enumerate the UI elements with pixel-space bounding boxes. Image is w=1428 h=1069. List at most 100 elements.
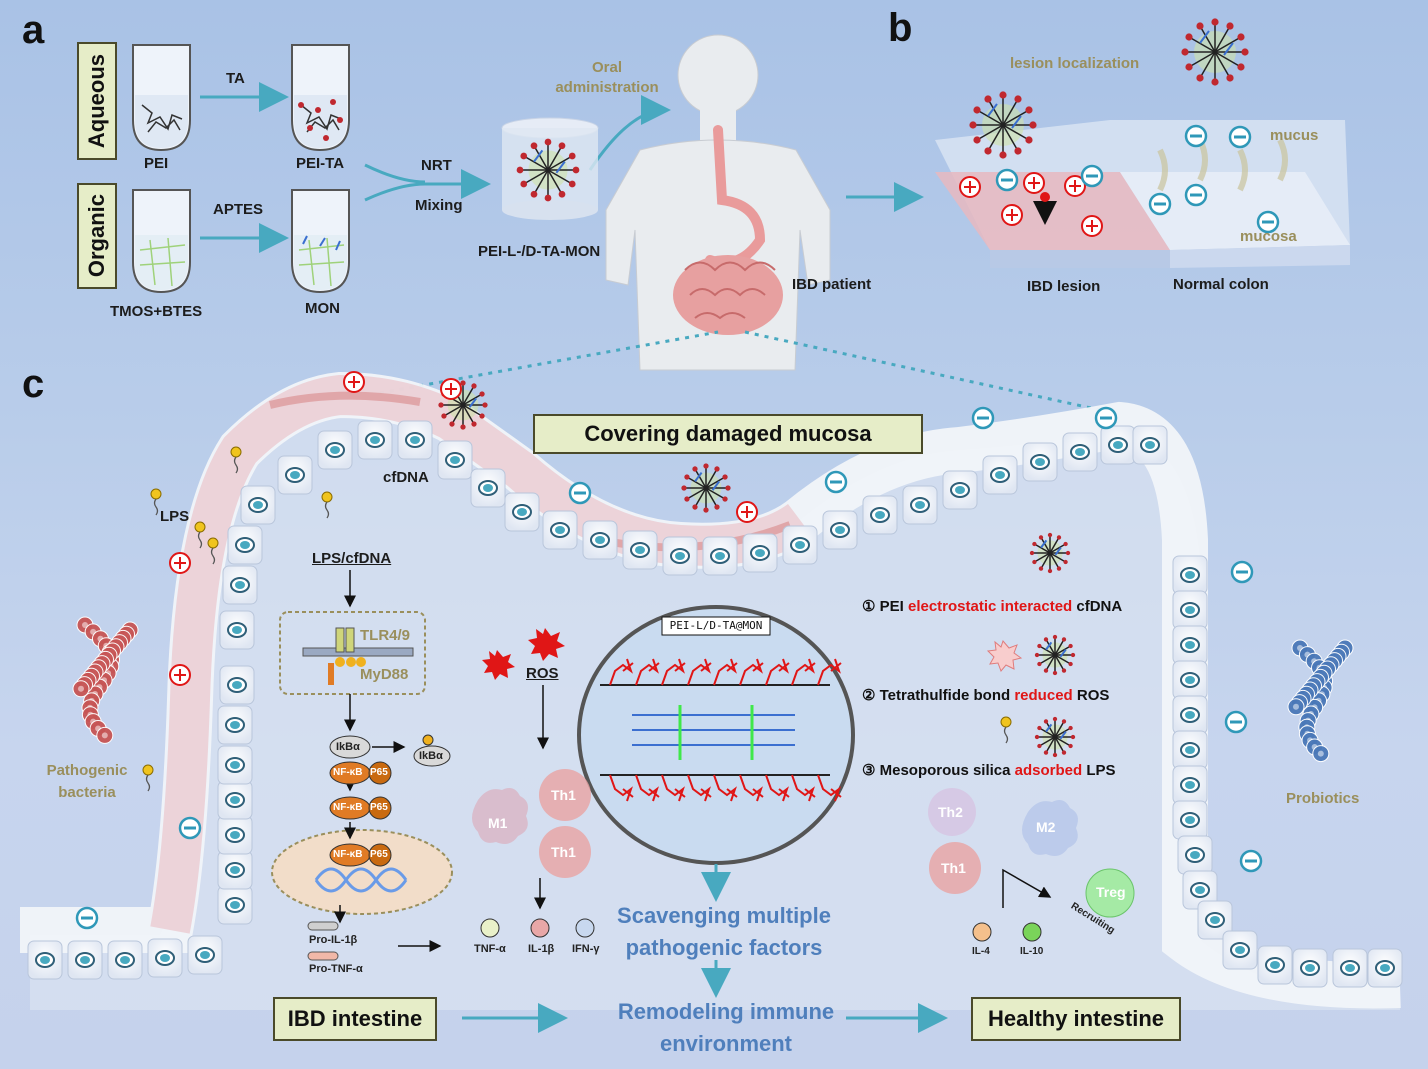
th1-label-3: Th1 (941, 860, 966, 876)
epithelial-cell (217, 885, 253, 925)
covering-box: Covering damaged mucosa (533, 414, 923, 454)
ta-group (687, 774, 712, 802)
nucleus (271, 829, 453, 915)
il10-dot (1022, 922, 1042, 942)
item2-red: reduced (1014, 687, 1073, 704)
ifng-dot (575, 918, 595, 938)
nanoparticle (1181, 18, 1249, 86)
epithelial-cell (227, 525, 263, 565)
positive-charge (959, 176, 981, 198)
item3-red: adsorbed (1014, 762, 1083, 779)
epithelial-cell (1172, 660, 1208, 700)
ta-group (791, 774, 816, 802)
negative-charge (1148, 192, 1172, 216)
item3-pre: Mesoporous silica (879, 762, 1011, 779)
ros-burst-3 (986, 640, 1023, 672)
epithelial-cell (1292, 948, 1328, 988)
il1b-dot (530, 918, 550, 938)
epithelial-cell (1172, 555, 1208, 595)
positive-charge (1001, 204, 1023, 226)
healthy-intestine-label: Healthy intestine (987, 1006, 1165, 1031)
nrt-label: NRT (421, 157, 452, 174)
pei-label: PEI (144, 155, 169, 172)
lps-icon (1000, 716, 1012, 744)
il4-dot (972, 922, 992, 942)
epithelial-cell (742, 533, 778, 573)
surface-charges (75, 124, 1280, 930)
mon-label: MON (305, 300, 340, 317)
epithelial-cell (1172, 590, 1208, 630)
epithelial-cell (782, 525, 818, 565)
mucosa-slab (935, 120, 1350, 268)
m2-cell (1022, 800, 1078, 856)
ta-group (765, 774, 790, 802)
nfkb-label-2: NF-κB (333, 802, 363, 813)
epithelial-cell (217, 780, 253, 820)
negative-charge (1094, 406, 1118, 430)
tmos-btes-label: TMOS+BTES (110, 303, 203, 320)
organic-label-box: Organic (77, 183, 117, 289)
mixing-label: Mixing (415, 197, 463, 214)
ta-group (635, 774, 660, 802)
probiotics-label: Probiotics (1286, 790, 1360, 807)
epithelial-cell (582, 520, 618, 560)
ta-group (817, 774, 842, 802)
lps-icon (230, 446, 242, 474)
item3-num: ③ (862, 762, 876, 779)
th1-cell-2 (539, 826, 591, 878)
epithelial-cell (622, 530, 658, 570)
tnfa-label: TNF-α (474, 943, 506, 955)
item1-pre: PEI (879, 598, 904, 615)
epithelial-cell (1367, 948, 1403, 988)
aptes-label: APTES (213, 201, 264, 218)
negative-charge (824, 470, 848, 494)
positive-charge (440, 378, 462, 400)
ta-group (739, 774, 764, 802)
ta-group (791, 658, 816, 686)
lps-molecules (142, 446, 1012, 792)
p65-label-3: P65 (370, 849, 388, 860)
pathway-proteins (307, 734, 451, 961)
th2-label: Th2 (938, 804, 963, 820)
nanoparticle (1034, 634, 1076, 676)
cfdna-label: cfDNA (383, 469, 429, 486)
pro-tnfa-label: Pro-TNF-α (309, 963, 363, 975)
nanoparticle (681, 463, 731, 513)
ros-burst-2 (482, 650, 515, 680)
epithelial-cell (217, 705, 253, 745)
pro-il1b-label: Pro-IL-1β (309, 934, 358, 946)
th1-label-2: Th1 (551, 844, 576, 860)
epithelial-cell (822, 510, 858, 550)
ikba-label-1: IkBα (336, 741, 360, 753)
ta-group (661, 774, 686, 802)
epithelial-cell (942, 470, 978, 510)
il1b-label: IL-1β (528, 943, 555, 955)
epithelial-cell (1172, 730, 1208, 770)
nanoparticle (1034, 716, 1076, 758)
lps-label: LPS (160, 508, 190, 525)
epithelial-cell (219, 665, 255, 705)
item1-post: cfDNA (1076, 598, 1123, 615)
epithelial-cell (504, 492, 540, 532)
nano-structure-label: PEI-L/D-TA@MON (669, 619, 763, 632)
epithelial-cell (147, 938, 183, 978)
tube-mon (291, 189, 350, 294)
mucosa-label: mucosa (1240, 228, 1297, 245)
epithelial-cell (1100, 425, 1136, 465)
ifng-label: IFN-γ (572, 943, 600, 955)
epithelial-cell (397, 420, 433, 460)
tnfa-dot (480, 918, 500, 938)
negative-charge (1230, 560, 1254, 584)
epithelial-cell (217, 815, 253, 855)
epithelial-cell (902, 485, 938, 525)
p65-label-1: P65 (370, 767, 388, 778)
item3-post: LPS (1086, 762, 1116, 779)
receptor-box (279, 611, 426, 695)
ibd-intestine-label: IBD intestine (287, 1006, 423, 1031)
p65-label-2: P65 (370, 802, 388, 813)
healthy-intestine-box: Healthy intestine (971, 997, 1181, 1041)
tannic-acid-groups (609, 658, 842, 802)
patient-label: IBD patient (792, 276, 872, 293)
covering-label: Covering damaged mucosa (584, 421, 872, 446)
ta-group (713, 774, 738, 802)
